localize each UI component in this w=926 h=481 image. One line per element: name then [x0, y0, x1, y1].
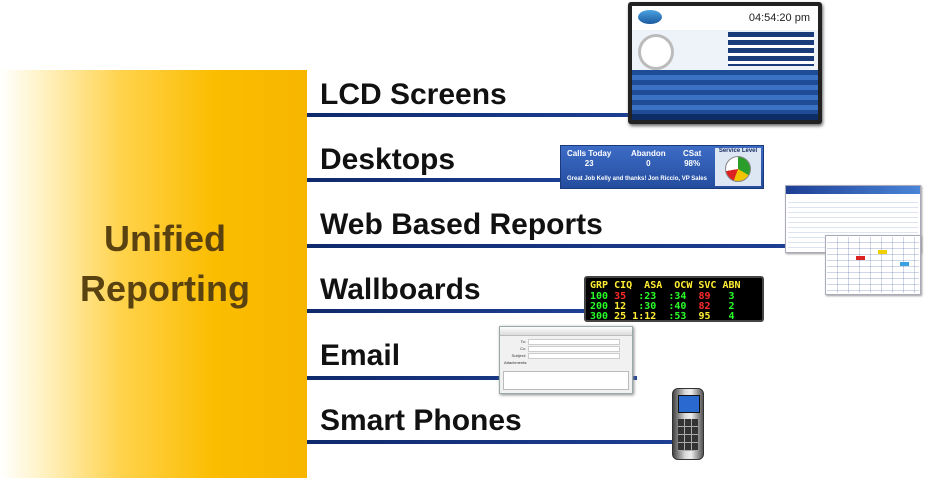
- row-label-smart-phones: Smart Phones: [320, 404, 522, 437]
- csat-value: 98%: [684, 159, 701, 168]
- csat-label: CSat: [683, 149, 702, 158]
- company-logo: [638, 10, 662, 24]
- row-divider-phones: [307, 440, 677, 444]
- calls-today-value: 23: [584, 159, 594, 168]
- lcd-side-table: [728, 32, 814, 66]
- email-body: [503, 371, 629, 390]
- row-divider-email: [307, 376, 637, 380]
- smart-phone-icon: [672, 388, 704, 460]
- row-label-lcd-screens: LCD Screens: [320, 78, 507, 111]
- gauge-icon: [725, 156, 751, 182]
- desktop-message: Great Job Kelly and thanks! Jon Riccio, …: [567, 176, 707, 182]
- email-toolbar: [500, 327, 632, 336]
- row-divider-web: [307, 244, 787, 248]
- lcd-screen-thumbnail: 04:54:20 pm: [628, 2, 822, 124]
- email-thumbnail: To: Cc: Subject: Attachments:: [499, 326, 633, 394]
- row-label-desktops: Desktops: [320, 143, 456, 176]
- unified-reporting-panel: [0, 70, 307, 478]
- lcd-stats-table: [632, 70, 818, 118]
- row-label-email: Email: [320, 339, 401, 372]
- abandon-value: 0: [646, 159, 651, 168]
- panel-title-line1: Unified: [104, 218, 226, 259]
- row-label-wallboards: Wallboards: [320, 273, 481, 306]
- wallboard-header: GRP CIQ ASA OCW SVC ABN: [590, 280, 741, 291]
- calls-today-label: Calls Today: [567, 149, 612, 158]
- row-divider-desktops: [307, 178, 562, 182]
- service-level-label: Service Level: [718, 148, 758, 154]
- wallboard-thumbnail: GRP CIQ ASA OCW SVC ABN 100 35 :23 :34 8…: [584, 276, 764, 322]
- web-report-thumbnail: [785, 185, 921, 295]
- row-divider-wallboards: [307, 309, 587, 313]
- gauge-icon: [638, 34, 674, 70]
- row-divider-lcd: [307, 113, 630, 117]
- abandon-label: Abandon: [631, 149, 666, 158]
- panel-title-line2: Reporting: [80, 268, 250, 309]
- lcd-clock: 04:54:20 pm: [748, 12, 810, 24]
- row-label-web-reports: Web Based Reports: [320, 208, 603, 241]
